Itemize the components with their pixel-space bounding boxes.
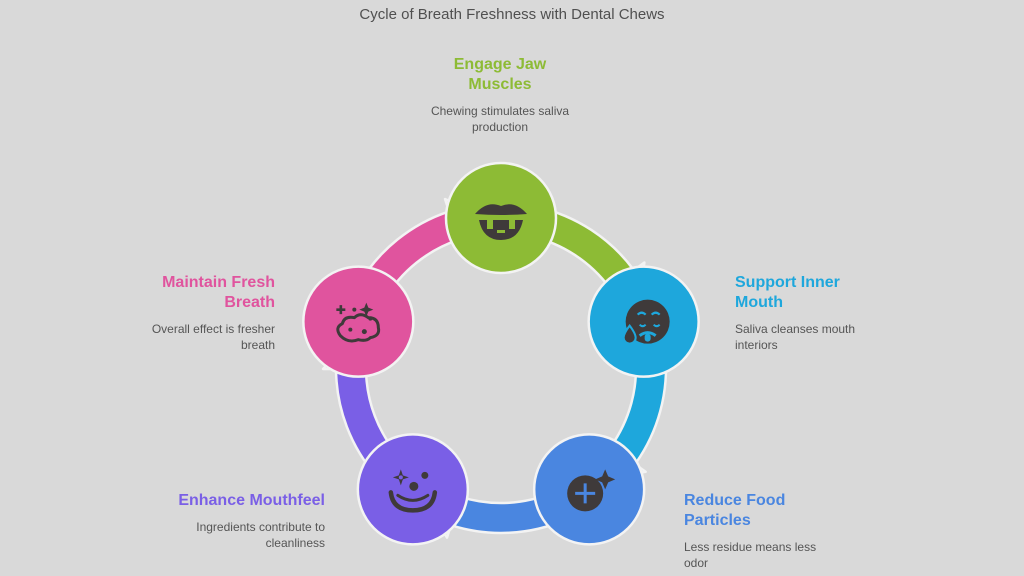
description-line: Less residue means less: [684, 540, 817, 554]
step-node-3: [532, 433, 646, 546]
heading-line: Enhance Mouthfeel: [178, 492, 325, 509]
step-circle: [302, 265, 415, 378]
description-line: cleanliness: [265, 536, 325, 550]
description-line: odor: [684, 556, 709, 570]
step-heading: Support Inner Mouth: [735, 273, 915, 313]
heading-line: Muscles: [468, 76, 532, 93]
description-line: breath: [240, 338, 275, 352]
step-node-5: [302, 265, 415, 378]
step-description: Less residue means less odor: [684, 539, 864, 571]
description-line: Saliva cleanses mouth: [735, 322, 856, 336]
heading-line: Support Inner: [735, 274, 840, 291]
step-heading: Reduce Food Particles: [684, 491, 864, 531]
description-line: Overall effect is fresher: [151, 322, 275, 336]
fresh-cloud-icon: [336, 302, 381, 343]
step-label-engage-jaw: Engage Jaw Muscles Chewing stimulates sa…: [410, 55, 590, 135]
mouth-teeth-icon: [475, 204, 527, 240]
step-node-2: [587, 265, 700, 378]
step-node-1: [444, 161, 558, 275]
step-circle: [444, 161, 558, 275]
step-heading: Engage Jaw Muscles: [410, 55, 590, 95]
step-description: Chewing stimulates saliva production: [410, 103, 590, 135]
step-node-4: [356, 433, 470, 546]
step-label-support-inner-mouth: Support Inner Mouth Saliva cleanses mout…: [735, 273, 915, 353]
step-label-maintain-fresh-breath: Maintain Fresh Breath Overall effect is …: [95, 273, 275, 353]
heading-line: Maintain Fresh: [162, 274, 275, 291]
heading-line: Mouth: [735, 294, 783, 311]
step-heading: Maintain Fresh Breath: [95, 273, 275, 313]
heading-line: Reduce Food: [684, 492, 786, 509]
step-description: Overall effect is fresher breath: [95, 321, 275, 353]
heading-line: Engage Jaw: [453, 56, 547, 73]
step-description: Ingredients contribute to cleanliness: [145, 519, 325, 551]
heading-line: Particles: [684, 512, 751, 529]
drooling-face-icon: [622, 299, 670, 345]
step-heading: Enhance Mouthfeel: [145, 491, 325, 511]
step-label-reduce-food-particles: Reduce Food Particles Less residue means…: [684, 491, 864, 571]
step-description: Saliva cleanses mouth interiors: [735, 321, 915, 353]
diagram-title: Cycle of Breath Freshness with Dental Ch…: [359, 6, 665, 23]
description-line: interiors: [735, 338, 778, 352]
description-line: production: [471, 120, 529, 134]
sparkle-plus-icon: [567, 469, 616, 512]
description-line: Chewing stimulates saliva: [430, 104, 570, 118]
description-line: Ingredients contribute to: [196, 520, 325, 534]
heading-line: Breath: [224, 294, 275, 311]
clown-face-icon: [388, 469, 438, 513]
step-label-enhance-mouthfeel: Enhance Mouthfeel Ingredients contribute…: [145, 491, 325, 551]
